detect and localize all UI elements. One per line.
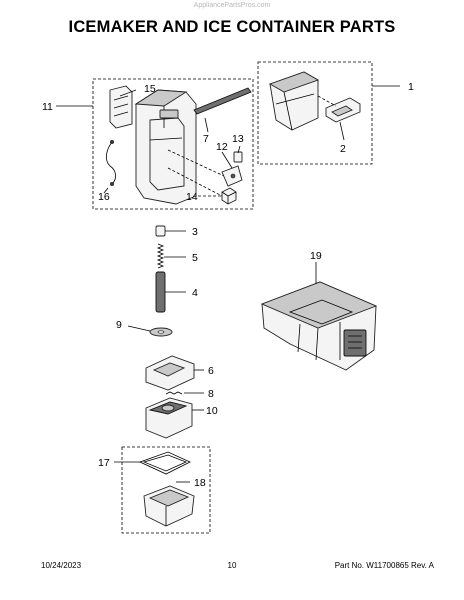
part-13-clip[interactable] [233,145,243,163]
part-14-cube[interactable] [221,187,237,205]
part-15-bracket[interactable] [109,85,133,129]
watermark: AppliancePartsPros.com [193,2,271,9]
footer-date: 10/24/2023 [41,561,82,570]
part-7-rod[interactable] [193,87,252,133]
callout-7: 7 [203,133,209,145]
callout-12: 12 [216,141,228,153]
callout-3: 3 [192,226,198,238]
part-1-ice-container[interactable] [268,71,320,131]
callout-4: 4 [192,287,198,299]
part-3-cap[interactable] [155,225,186,237]
part-2-ice-container-bracket[interactable] [325,97,361,141]
footer-page-number: 10 [227,561,237,570]
callout-11: 11 [42,101,53,113]
callout-2: 2 [340,143,346,155]
callout-6: 6 [208,365,214,377]
icemaker-housing[interactable] [134,89,197,205]
group-box-11 [92,78,254,210]
callout-19: 19 [310,250,322,262]
part-16-wire-harness[interactable] [103,140,116,194]
callout-18: 18 [194,477,206,489]
group-box-17 [121,446,211,534]
callout-17: 17 [98,457,110,469]
callout-14: 14 [186,191,198,203]
part-18-housing[interactable] [143,481,195,527]
callout-15: 15 [144,83,156,95]
group-box-1 [257,61,373,165]
part-4-shaft[interactable] [155,271,186,313]
callout-5: 5 [192,252,198,264]
callout-1: 1 [408,81,414,93]
callout-9: 9 [116,319,122,331]
page-title: ICEMAKER AND ICE CONTAINER PARTS [68,18,396,36]
callout-10: 10 [206,405,218,417]
part-5-spring[interactable] [156,243,186,269]
callout-13: 13 [232,133,244,145]
part-17-gasket[interactable] [114,451,191,475]
part-10-motor[interactable] [145,397,204,439]
footer-part-number: Part No. W11700865 Rev. A [334,561,434,570]
part-19-ice-bucket[interactable] [260,262,378,371]
part-6-mount[interactable] [145,355,204,391]
part-8-clip[interactable] [165,391,204,395]
part-12-plate[interactable] [221,151,243,187]
part-9-washer[interactable] [127,325,173,337]
callout-16: 16 [98,191,110,203]
callout-8: 8 [208,388,214,400]
